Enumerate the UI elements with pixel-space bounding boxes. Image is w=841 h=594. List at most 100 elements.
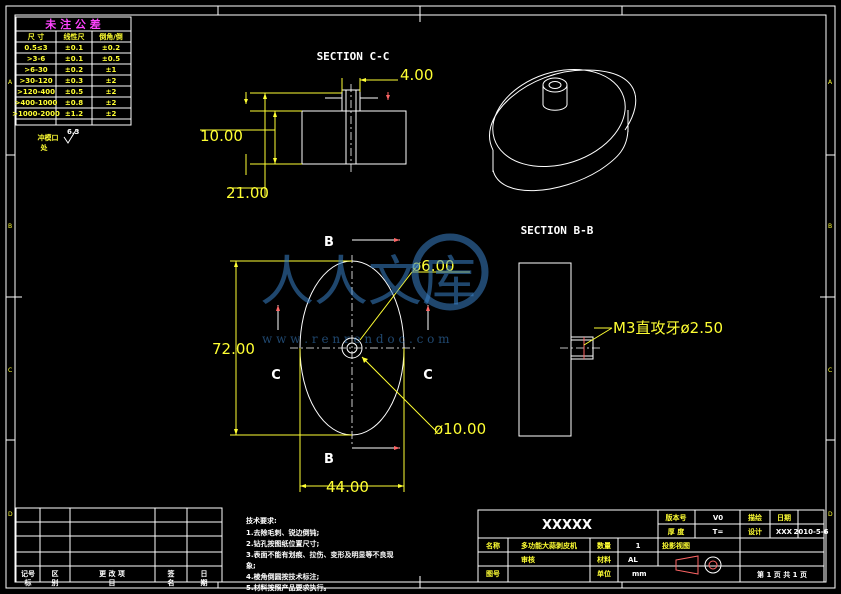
version-value: V0 [713, 514, 723, 522]
drawing-no-label: 图号 [486, 569, 500, 578]
section-c-left-marker: C [271, 368, 281, 383]
date-label: 日期 [777, 513, 791, 522]
rev-col-date: 日 [201, 570, 208, 578]
projection-label: 投影视图 [662, 541, 690, 550]
roughness-value: 6.3 [67, 128, 80, 136]
tolerance-header-chamfer: 倒角/倒 [98, 32, 123, 41]
svg-text:B: B [8, 223, 12, 230]
tolerance-cell: ±0.1 [65, 44, 83, 52]
section-c-right-marker: C [423, 368, 433, 383]
tolerance-cell: >1000-2000 [12, 110, 60, 118]
date-value: 2010-5-6 [793, 528, 828, 536]
rev-col-mark-2: 标 [24, 578, 32, 587]
tolerance-cell: >120-400 [17, 88, 55, 96]
tolerance-cell: >3-6 [27, 55, 46, 63]
rev-col-mark: 记号 [21, 569, 35, 578]
unit-value: mm [632, 570, 647, 578]
section-cc-title: SECTION C-C [317, 50, 390, 63]
tolerance-cell: ±1.2 [65, 110, 83, 118]
version-label: 版本号 [666, 513, 687, 522]
rev-col-change: 更 改 项 [99, 569, 125, 578]
rev-col-change-2: 目 [109, 579, 116, 587]
review-label: 审核 [521, 555, 535, 564]
tolerance-cell: ±2 [106, 110, 117, 118]
tolerance-cell: ±0.3 [65, 77, 83, 85]
tolerance-header-linear: 线性尺 [64, 32, 85, 41]
tolerance-cell: 0.5≤3 [24, 44, 47, 52]
section-bb-title: SECTION B-B [521, 224, 594, 237]
dim-dia-10-00: ø10.00 [434, 420, 486, 438]
tolerance-cell: >6-30 [24, 66, 48, 74]
tech-note-1: 1.去除毛刺、锐边倒钝; [246, 528, 320, 537]
tolerance-note-label: 冲模口 [38, 133, 59, 142]
tolerance-rows: 0.5≤3±0.1±0.2>3-6±0.1±0.5>6-30±0.2±1>30-… [12, 44, 120, 118]
revision-block: 记号 标 区 别 更 改 项 目 签 名 日 期 [15, 507, 223, 587]
tolerance-header-size: 尺 寸 [27, 32, 44, 41]
technical-notes: 技术要求: 1.去除毛刺、锐边倒钝; 2.钻孔按图纸位置尺寸; 3.表面不能有划… [246, 516, 394, 592]
tolerance-cell: ±2 [106, 99, 117, 107]
dim-72-00: 72.00 [212, 340, 255, 358]
thickness-label: 厚 度 [668, 527, 685, 536]
tolerance-cell: ±1 [106, 66, 117, 74]
section-b-top-marker: B [324, 235, 334, 250]
dim-dia-6-00: ø6.00 [412, 257, 455, 275]
material-value: AL [628, 556, 638, 564]
thickness-value: T= [713, 528, 724, 536]
isometric-view [489, 68, 637, 192]
section-bb-body [518, 262, 572, 437]
tech-note-2: 2.钻孔按图纸位置尺寸; [246, 539, 320, 548]
qty-label: 数量 [597, 541, 611, 550]
tolerance-table: 未 注 公 差 尺 寸 线性尺 倒角/倒 0.5≤3 ±0.1 ±0.2 >3-6 ±0… [12, 16, 132, 152]
part-name: 多功能大蒜剥皮机 [521, 541, 577, 550]
rev-col-zone-2: 别 [51, 578, 59, 587]
dim-21-00: 21.00 [226, 184, 269, 202]
drawing-frame: A B C D A B C D [5, 5, 836, 589]
tech-notes-title: 技术要求: [246, 516, 277, 525]
svg-text:D: D [828, 511, 833, 518]
rev-col-zone: 区 [52, 570, 59, 578]
design-value: XXX [776, 528, 793, 536]
material-label: 材料 [596, 555, 611, 564]
tolerance-cell: ±0.8 [65, 99, 83, 107]
svg-text:D: D [8, 511, 13, 518]
unit-label: 单位 [597, 569, 611, 578]
svg-text:B: B [828, 223, 832, 230]
svg-text:A: A [8, 79, 13, 86]
watermark-text: 人人文库 [260, 250, 476, 313]
rev-col-date-2: 期 [201, 578, 208, 587]
svg-text:C: C [828, 367, 832, 374]
tolerance-cell: ±2 [106, 88, 117, 96]
tolerance-title: 未 注 公 差 [44, 17, 101, 31]
tolerance-cell: ±0.2 [102, 44, 120, 52]
design-label: 设计 [748, 527, 762, 536]
tolerance-cell: ±0.2 [65, 66, 83, 74]
rev-col-sign: 签 [167, 569, 176, 578]
dim-4-00: 4.00 [400, 66, 433, 84]
qty-value: 1 [636, 542, 641, 550]
tech-note-6: 5.材料按照产品要求执行。 [246, 583, 331, 592]
rev-col-sign-2: 名 [168, 578, 175, 587]
tolerance-cell: >400-1000 [15, 99, 58, 107]
name-label: 名称 [486, 541, 500, 550]
section-cc-body [301, 110, 407, 165]
tech-note-4: 象; [246, 561, 256, 570]
tech-note-5: 4.棱角倒圆按技术标注; [246, 572, 320, 581]
tolerance-note-label-2: 处 [40, 143, 49, 152]
tech-note-3: 3.表面不能有划痕、拉伤、变形及明显等不良现 [246, 550, 394, 559]
front-view: B B C C ø6.00 ø10.00 72.00 44.00 [212, 235, 486, 496]
sheet-number: 第 1 页 共 1 页 [757, 570, 807, 579]
tolerance-cell: ±0.5 [65, 88, 83, 96]
company-name: XXXXX [542, 518, 592, 533]
section-bb-view: SECTION B-B M3直攻牙ø2.50 [518, 224, 723, 437]
svg-text:A: A [828, 79, 833, 86]
roughness-symbol: 6.3 [63, 128, 80, 144]
thread-callout: M3直攻牙ø2.50 [613, 319, 723, 337]
title-block: XXXXX 版本号 V0 厚 度 T= 描绘 日期 设计 XXX 2010-5-… [477, 509, 829, 583]
watermark-url: w w w . r e n r e n d o c . c o m [262, 332, 450, 346]
projection-symbol-icon [675, 555, 722, 575]
tolerance-cell: ±2 [106, 77, 117, 85]
dim-44-00: 44.00 [326, 478, 369, 496]
draw-label: 描绘 [748, 513, 762, 522]
dim-10-00: 10.00 [200, 127, 243, 145]
